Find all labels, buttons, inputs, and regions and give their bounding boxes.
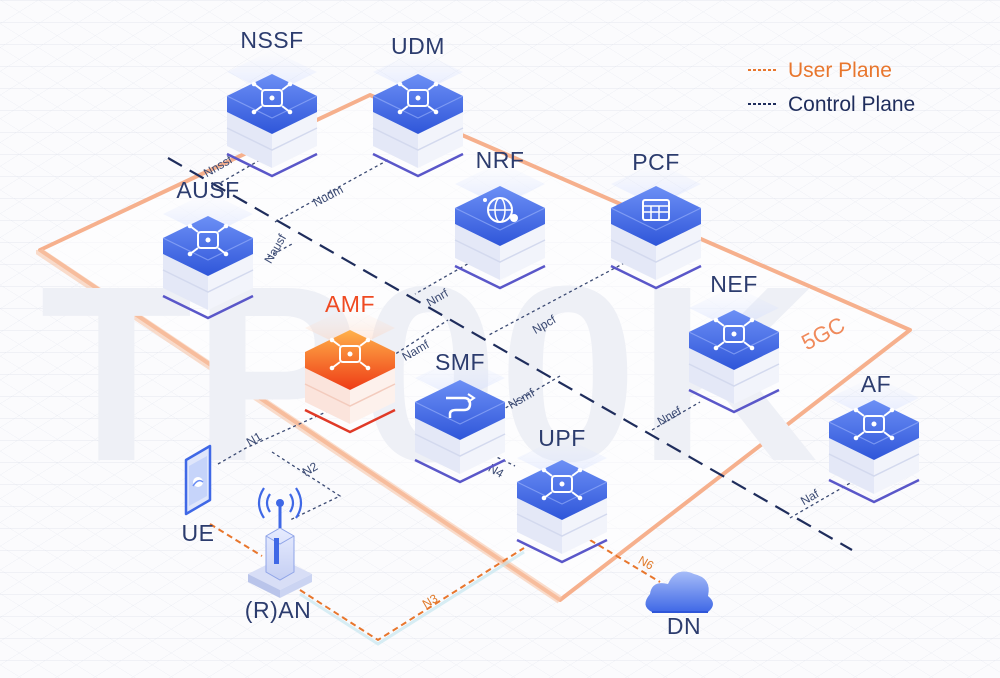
- node-upf-label: UPF: [538, 425, 586, 451]
- node-upf[interactable]: UPF: [515, 425, 609, 564]
- node-nef-label: NEF: [710, 271, 758, 297]
- link-n2: [271, 451, 342, 521]
- globe-icon: [483, 197, 518, 223]
- node-af[interactable]: AF: [827, 371, 921, 504]
- node-dn[interactable]: DN: [645, 571, 713, 639]
- node-amf[interactable]: AMF: [303, 291, 397, 434]
- link-nssf: [219, 159, 261, 184]
- link-pcf: [486, 259, 631, 337]
- node-nssf-label: NSSF: [240, 27, 303, 53]
- node-ran-label: (R)AN: [245, 597, 311, 623]
- node-udm-label: UDM: [391, 33, 445, 59]
- node-nssf[interactable]: NSSF: [225, 27, 319, 178]
- node-udm[interactable]: UDM: [371, 33, 465, 178]
- n3-glow: [299, 550, 525, 646]
- link-ue-ran: [209, 523, 263, 557]
- link-n3: [299, 547, 525, 642]
- cloud-icon: [645, 571, 713, 613]
- legend-user-plane-label: User Plane: [788, 59, 892, 82]
- label-n3: N3: [420, 591, 441, 611]
- link-n1: [217, 393, 367, 465]
- link-ausf: [267, 243, 293, 258]
- link-amf: [365, 319, 449, 374]
- legend: User Plane Control Plane: [748, 59, 915, 116]
- node-dn-label: DN: [667, 613, 701, 639]
- label-n1: N1: [244, 429, 265, 449]
- node-ue-label: UE: [182, 520, 215, 546]
- legend-control-plane-label: Control Plane: [788, 93, 915, 116]
- link-n6: [589, 539, 661, 583]
- user-plane-links: [209, 523, 661, 642]
- label-n2: N2: [300, 459, 321, 479]
- node-amf-label: AMF: [325, 291, 375, 317]
- 5gc-region-edge: [36, 248, 563, 604]
- node-ue[interactable]: UE: [182, 444, 215, 546]
- node-pcf[interactable]: PCF: [609, 149, 703, 290]
- control-plane-bus: [167, 157, 853, 551]
- node-af-label: AF: [861, 371, 891, 397]
- node-ran[interactable]: (R)AN: [245, 487, 312, 623]
- node-nrf-label: NRF: [476, 147, 525, 173]
- node-ausf[interactable]: AUSF: [161, 177, 255, 320]
- label-n6: N6: [636, 553, 657, 573]
- node-nef[interactable]: NEF: [687, 271, 781, 414]
- grid-panel-icon: [642, 199, 670, 221]
- node-ausf-label: AUSF: [176, 177, 239, 203]
- phone-icon: [184, 444, 212, 516]
- pipe-icon: [446, 393, 476, 418]
- node-smf-label: SMF: [435, 349, 485, 375]
- node-nrf[interactable]: NRF: [453, 147, 547, 290]
- node-pcf-label: PCF: [632, 149, 680, 175]
- node-smf[interactable]: SMF: [413, 349, 507, 484]
- antenna-tower-icon: [248, 487, 312, 598]
